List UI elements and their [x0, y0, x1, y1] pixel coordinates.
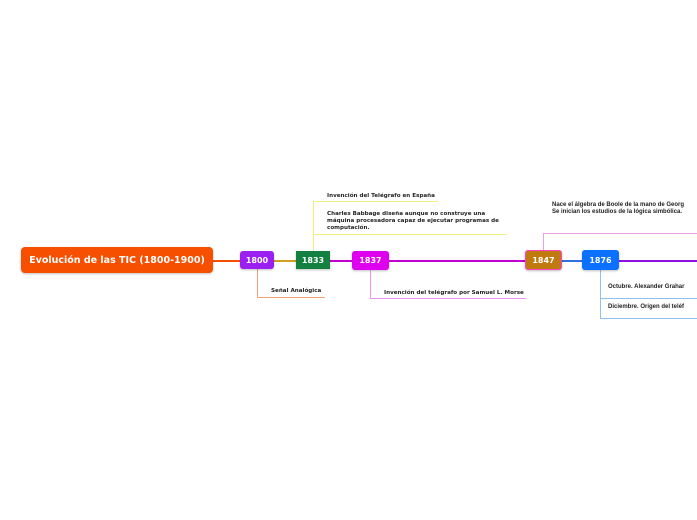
node-1837[interactable]: 1837 — [352, 251, 389, 270]
branch-line — [257, 269, 258, 298]
branch-line — [543, 233, 697, 234]
branch-line — [543, 233, 544, 250]
topic-text[interactable]: Invención del telégrafo por Samuel L. Mo… — [384, 290, 524, 296]
topic-text-group-1847: Nace el álgebra de Boole de la mano de G… — [552, 202, 694, 216]
branch-line — [313, 201, 438, 202]
topic-text[interactable]: Señal Analógica — [271, 288, 322, 294]
connector — [389, 260, 525, 262]
node-1876[interactable]: 1876 — [582, 250, 619, 270]
connector — [274, 260, 296, 262]
topic-text[interactable]: Nace el álgebra de Boole de la mano de G… — [552, 202, 685, 208]
branch-line — [370, 298, 526, 299]
topic-text[interactable]: computación. — [327, 225, 370, 231]
topic-text[interactable]: Se inician los estudios de la lógica sim… — [552, 209, 683, 215]
connector — [213, 260, 240, 262]
root-topic[interactable]: Evolución de las TIC (1800-1900) — [21, 247, 213, 273]
branch-line — [313, 234, 507, 235]
branch-line — [313, 201, 314, 251]
topic-text[interactable]: Diciembre. Origen del teléf — [608, 304, 685, 310]
node-1847[interactable]: 1847 — [525, 250, 562, 270]
topic-text[interactable]: máquina procesadora capaz de ejecutar pr… — [327, 218, 499, 224]
node-1833[interactable]: 1833 — [296, 251, 330, 269]
branch-line — [600, 318, 697, 319]
topic-text[interactable]: Charles Babbage diseña aunque no constru… — [327, 211, 486, 217]
connector — [562, 260, 582, 262]
branch-line — [600, 270, 601, 318]
topic-text[interactable]: Invención del Telégrafo en España — [327, 193, 435, 199]
node-1800[interactable]: 1800 — [240, 251, 274, 269]
branch-line — [600, 298, 697, 299]
branch-line — [370, 270, 371, 298]
connector — [619, 260, 697, 262]
branch-line — [257, 297, 325, 298]
topic-text[interactable]: Octubre. Alexander Grahar — [608, 284, 685, 290]
connector — [330, 260, 352, 262]
